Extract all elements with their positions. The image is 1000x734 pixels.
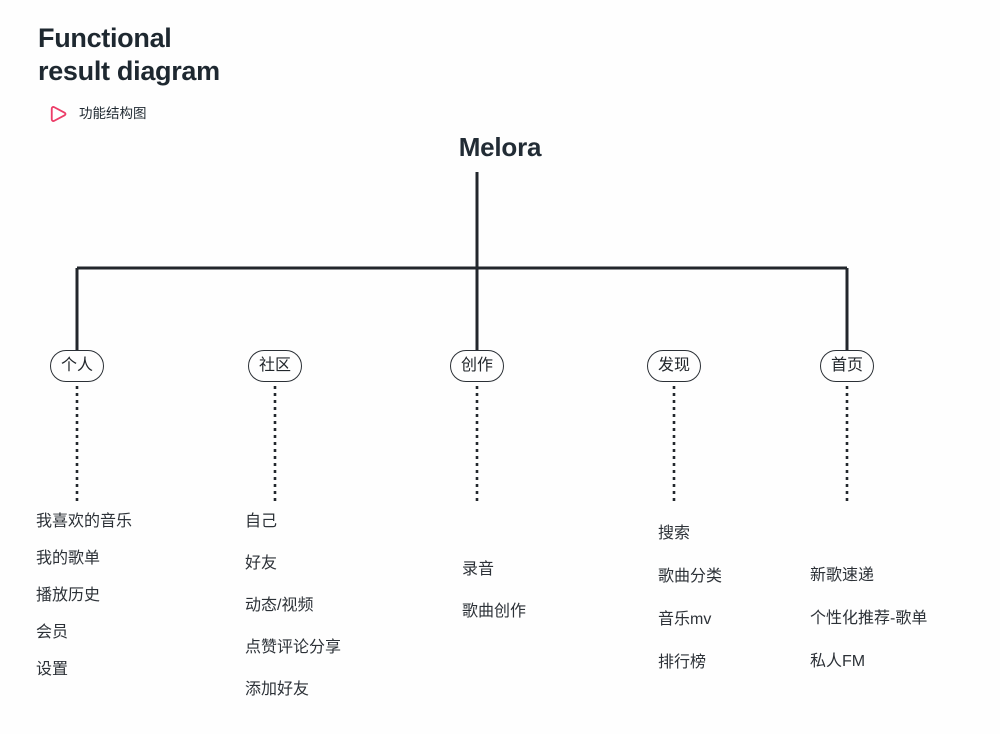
leaf-item[interactable]: 我的歌单 <box>36 550 101 567</box>
leaf-item[interactable]: 好友 <box>245 555 278 572</box>
node-discover[interactable]: 发现 <box>647 350 701 382</box>
page-header: Functional result diagram 功能结构图 <box>38 22 458 124</box>
leaf-item[interactable]: 搜索 <box>658 525 691 542</box>
leaf-item[interactable]: 添加好友 <box>245 681 310 698</box>
page-title: Functional result diagram <box>38 23 220 86</box>
node-home[interactable]: 首页 <box>820 350 874 382</box>
node-community-label: 社区 <box>259 357 292 374</box>
leaf-item[interactable]: 点赞评论分享 <box>245 639 342 656</box>
leaf-list-discover: 搜索 歌曲分类 音乐mv 排行榜 <box>658 526 722 671</box>
node-discover-label: 发现 <box>658 357 691 374</box>
play-triangle-icon <box>48 104 68 124</box>
leaf-list-community: 自己 好友 动态/视频 点赞评论分享 添加好友 <box>245 514 341 698</box>
subtitle-label: 功能结构图 <box>79 106 147 122</box>
leaf-item[interactable]: 排行榜 <box>658 654 707 671</box>
leaf-item[interactable]: 动态/视频 <box>245 597 314 614</box>
leaf-list-create: 录音 歌曲创作 <box>462 562 526 620</box>
leaf-item[interactable]: 音乐mv <box>658 611 712 628</box>
leaf-item[interactable]: 自己 <box>245 513 278 530</box>
node-create-label: 创作 <box>461 357 494 374</box>
leaf-item[interactable]: 歌曲创作 <box>462 603 527 620</box>
leaf-list-personal: 我喜欢的音乐 我的歌单 播放历史 会员 设置 <box>36 514 132 678</box>
node-personal-label: 个人 <box>61 357 94 374</box>
leaf-item[interactable]: 新歌速递 <box>810 567 875 584</box>
leaf-item[interactable]: 私人FM <box>810 653 866 670</box>
leaf-item[interactable]: 播放历史 <box>36 587 101 604</box>
node-community[interactable]: 社区 <box>248 350 302 382</box>
leaf-item[interactable]: 设置 <box>36 661 69 678</box>
node-home-label: 首页 <box>831 357 864 374</box>
node-personal[interactable]: 个人 <box>50 350 104 382</box>
leaf-list-home: 新歌速递 个性化推荐-歌单 私人FM <box>810 568 927 670</box>
leaf-item[interactable]: 会员 <box>36 624 69 641</box>
leaf-item[interactable]: 个性化推荐-歌单 <box>810 610 928 627</box>
subtitle-row: 功能结构图 <box>48 104 458 124</box>
leaf-item[interactable]: 录音 <box>462 561 495 578</box>
leaf-item[interactable]: 歌曲分类 <box>658 568 723 585</box>
root-node-melora: Melora <box>458 132 542 162</box>
node-create[interactable]: 创作 <box>450 350 504 382</box>
leaf-item[interactable]: 我喜欢的音乐 <box>36 513 133 530</box>
